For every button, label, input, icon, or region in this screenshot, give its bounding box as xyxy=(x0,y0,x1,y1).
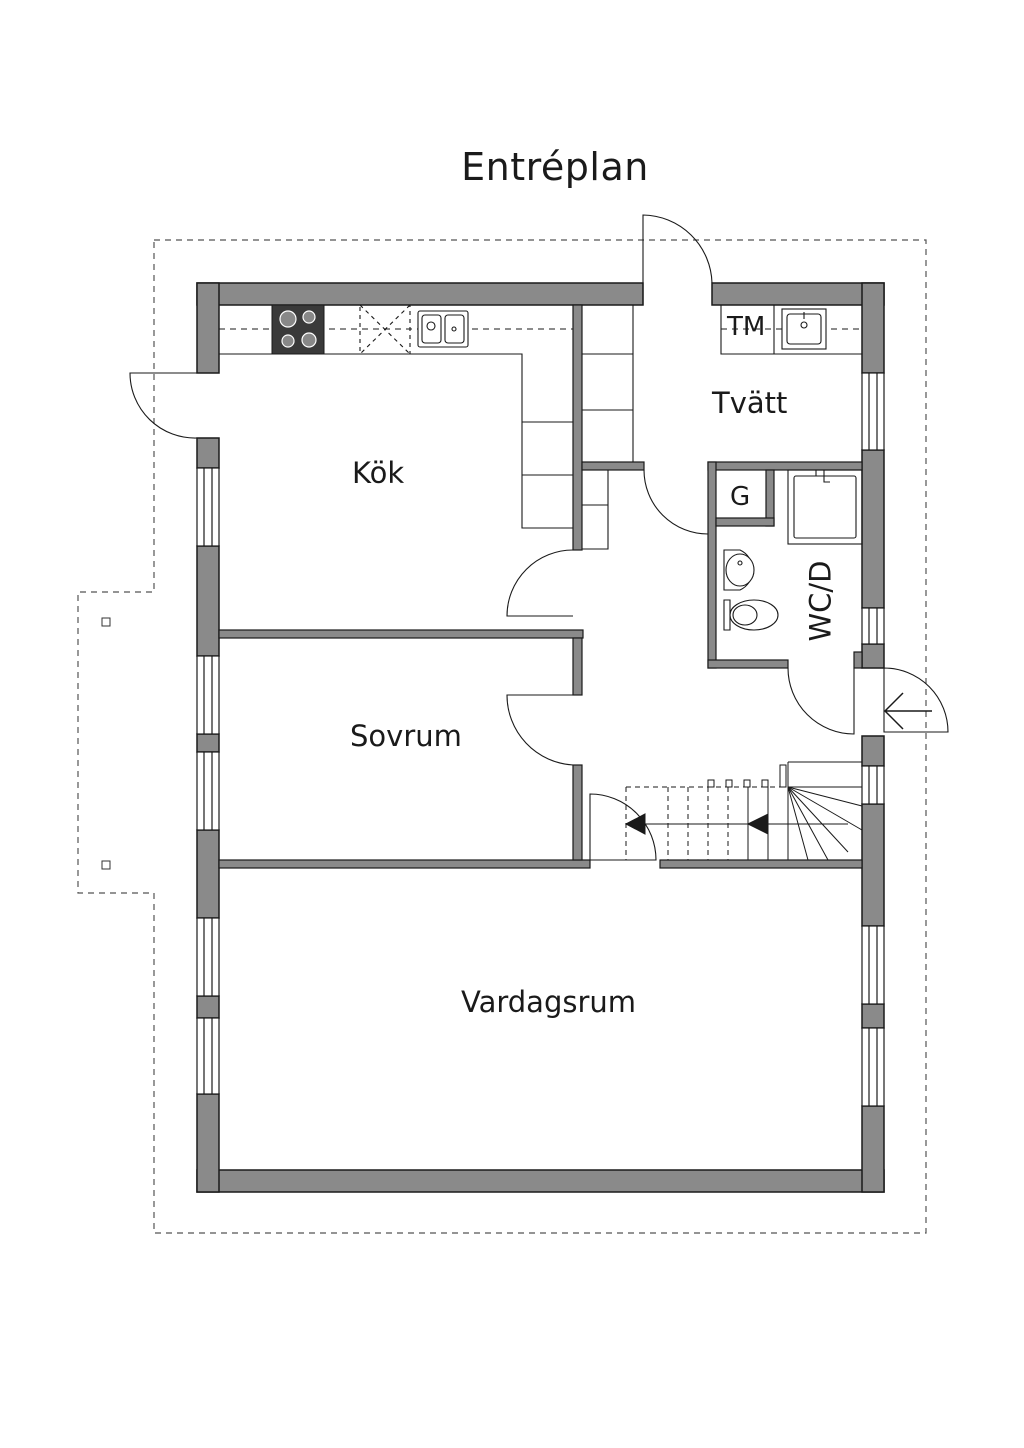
plan-title: Entréplan xyxy=(461,145,649,189)
post-marker xyxy=(101,617,111,627)
stair-posts xyxy=(707,764,787,788)
room-label-kitchen: Kök xyxy=(352,456,405,490)
stairs xyxy=(624,761,863,861)
interior-walls xyxy=(218,304,863,869)
outer-walls xyxy=(196,282,885,1193)
room-label-bathroom: WC/D xyxy=(803,560,838,642)
terrace-outline xyxy=(77,239,927,1234)
windows xyxy=(196,372,885,1107)
kitchen-sink xyxy=(417,310,469,348)
wc-fixtures xyxy=(723,549,779,631)
label-washing-machine: TM xyxy=(727,312,766,342)
label-cabinet: G xyxy=(730,482,751,512)
stove xyxy=(271,304,325,355)
room-label-bedroom: Sovrum xyxy=(350,719,462,753)
laundry-cabinets xyxy=(582,305,862,550)
shower xyxy=(787,469,863,545)
room-label-laundry: Tvätt xyxy=(712,386,788,420)
post-marker xyxy=(101,860,111,870)
room-label-living-room: Vardagsrum xyxy=(461,985,637,1019)
